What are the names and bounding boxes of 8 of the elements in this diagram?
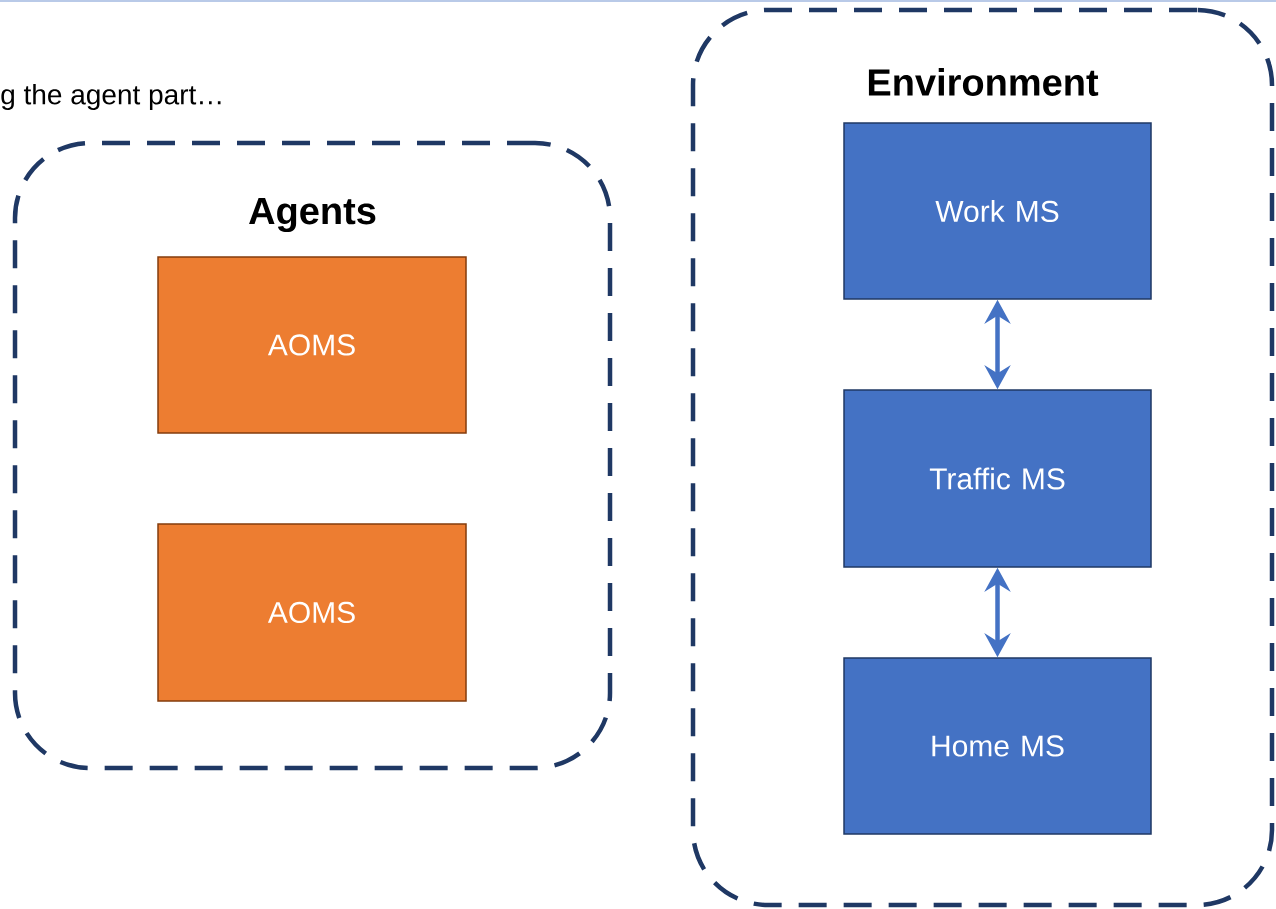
process-box: Home MS	[843, 657, 1152, 835]
process-box: Work MS	[843, 122, 1152, 300]
process-box: Traffic MS	[843, 389, 1152, 568]
process-box: AOMS	[157, 523, 467, 702]
group-title: Environment	[868, 68, 1099, 96]
process-box: AOMS	[157, 256, 467, 434]
group-title: Agents	[249, 197, 376, 233]
caption-text: g the agent part…	[1, 83, 221, 111]
